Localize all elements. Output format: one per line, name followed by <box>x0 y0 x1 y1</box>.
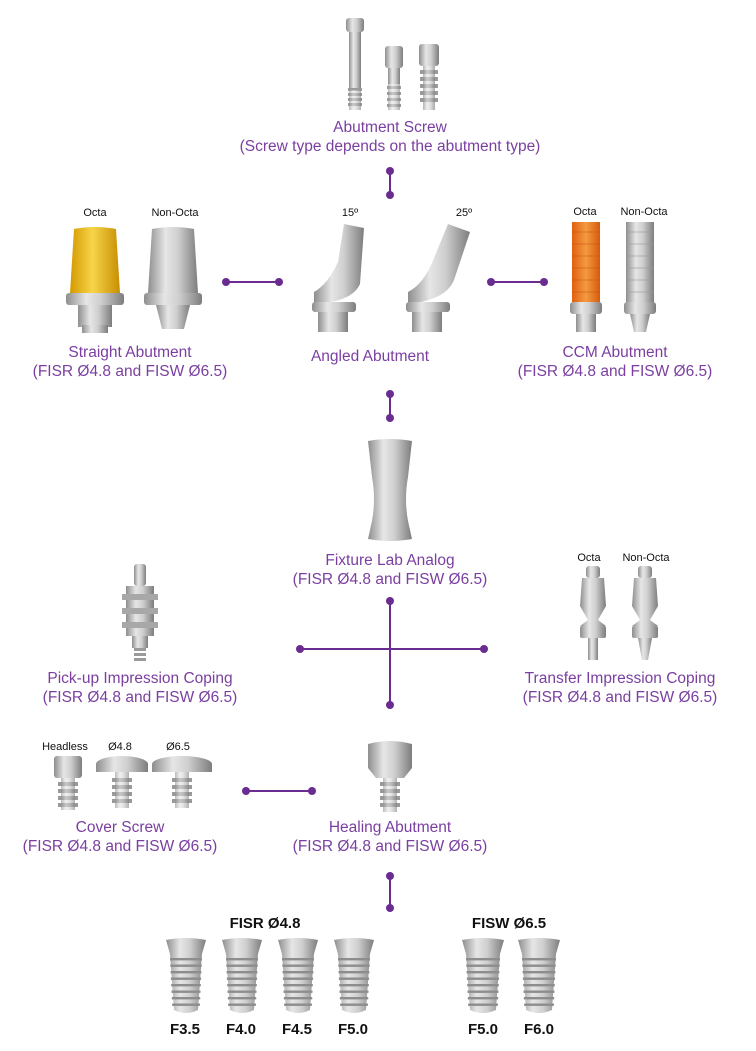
fisr-title: FISR Ø4.8 <box>229 915 301 932</box>
connector-dot <box>275 278 283 286</box>
ccm-non-octa-label: Non-Octa <box>620 206 668 218</box>
cover-d48-label: Ø4.8 <box>108 741 132 753</box>
angle-25-label: 25º <box>455 207 473 219</box>
transfer-non-octa-label: Non-Octa <box>622 552 670 564</box>
cover-d65-label: Ø6.5 <box>166 741 190 753</box>
pickup-coping-title: Pick-up Impression Coping <box>47 670 233 687</box>
healing-abutment-subtitle: (FISR Ø4.8 and FISW Ø6.5) <box>292 838 488 855</box>
fixture-lab-analog-title: Fixture Lab Analog <box>325 552 455 569</box>
fixture-implant-image <box>278 938 318 1013</box>
connector-line <box>389 601 391 705</box>
cover-screw-headless-image <box>54 756 82 810</box>
healing-abutment-image <box>368 741 412 812</box>
connector-dot <box>480 645 488 653</box>
ccm-abutment-non-octa-image <box>624 222 656 332</box>
transfer-coping-subtitle: (FISR Ø4.8 and FISW Ø6.5) <box>522 689 718 706</box>
ccm-octa-label: Octa <box>573 206 597 218</box>
ccm-abutment-subtitle: (FISR Ø4.8 and FISW Ø6.5) <box>517 363 713 380</box>
connector-dot <box>540 278 548 286</box>
abutment-screw-medium-image <box>419 44 439 110</box>
fixture-implant-image <box>222 938 262 1013</box>
cover-screw-title: Cover Screw <box>75 819 165 836</box>
transfer-coping-octa-image <box>580 566 606 660</box>
fixture-implant-image <box>334 938 374 1013</box>
connector-line <box>300 648 484 650</box>
fixture-implant-image <box>462 938 504 1013</box>
straight-non-octa-label: Non-Octa <box>151 207 199 219</box>
cover-headless-label: Headless <box>42 741 88 753</box>
fisw-title: FISW Ø6.5 <box>471 915 547 932</box>
pickup-coping-subtitle: (FISR Ø4.8 and FISW Ø6.5) <box>42 689 238 706</box>
connector-dot <box>308 787 316 795</box>
fixture-implant-image <box>518 938 560 1013</box>
angled-abutment-title: Angled Abutment <box>310 348 430 365</box>
straight-abutment-non-octa-image <box>144 227 202 329</box>
abutment-screw-title: Abutment Screw <box>333 119 447 136</box>
ccm-abutment-octa-image <box>570 222 602 332</box>
connector-line <box>491 281 545 283</box>
healing-abutment-title: Healing Abutment <box>328 819 452 836</box>
fixture-size-label: F6.0 <box>523 1021 554 1038</box>
straight-octa-label: Octa <box>83 207 107 219</box>
cover-screw-d65-image <box>152 756 212 808</box>
transfer-coping-non-octa-image <box>632 566 658 660</box>
connector-line <box>226 281 280 283</box>
cover-screw-subtitle: (FISR Ø4.8 and FISW Ø6.5) <box>22 838 218 855</box>
fixture-lab-analog-image <box>368 439 412 541</box>
connector-line <box>389 394 391 418</box>
pickup-coping-image <box>122 564 158 661</box>
transfer-coping-title: Transfer Impression Coping <box>524 670 716 687</box>
straight-abutment-subtitle: (FISR Ø4.8 and FISW Ø6.5) <box>32 363 228 380</box>
abutment-screw-long-image <box>346 18 364 110</box>
cover-screw-d48-image <box>96 756 148 808</box>
fixture-size-label: F5.0 <box>467 1021 498 1038</box>
transfer-octa-label: Octa <box>577 552 601 564</box>
angled-abutment-15-image <box>312 224 364 332</box>
abutment-screw-subtitle: (Screw type depends on the abutment type… <box>239 138 541 155</box>
fixture-size-label: F4.5 <box>281 1021 312 1038</box>
fixture-size-label: F3.5 <box>169 1021 200 1038</box>
angle-15-label: 15º <box>341 207 359 219</box>
fixture-implant-image <box>166 938 206 1013</box>
fixture-size-label: F5.0 <box>337 1021 368 1038</box>
connector-dot <box>386 191 394 199</box>
fixture-lab-analog-subtitle: (FISR Ø4.8 and FISW Ø6.5) <box>292 571 488 588</box>
angled-abutment-25-image <box>406 224 470 332</box>
fixture-size-label: F4.0 <box>225 1021 256 1038</box>
connector-dot <box>386 904 394 912</box>
ccm-abutment-title: CCM Abutment <box>562 344 668 361</box>
connector-line <box>389 876 391 908</box>
straight-abutment-title: Straight Abutment <box>68 344 192 361</box>
connector-dot <box>386 701 394 709</box>
connector-dot <box>386 414 394 422</box>
abutment-screw-short-image <box>385 46 403 110</box>
straight-abutment-octa-image <box>66 227 124 333</box>
connector-line <box>246 790 312 792</box>
connector-line <box>389 171 391 195</box>
